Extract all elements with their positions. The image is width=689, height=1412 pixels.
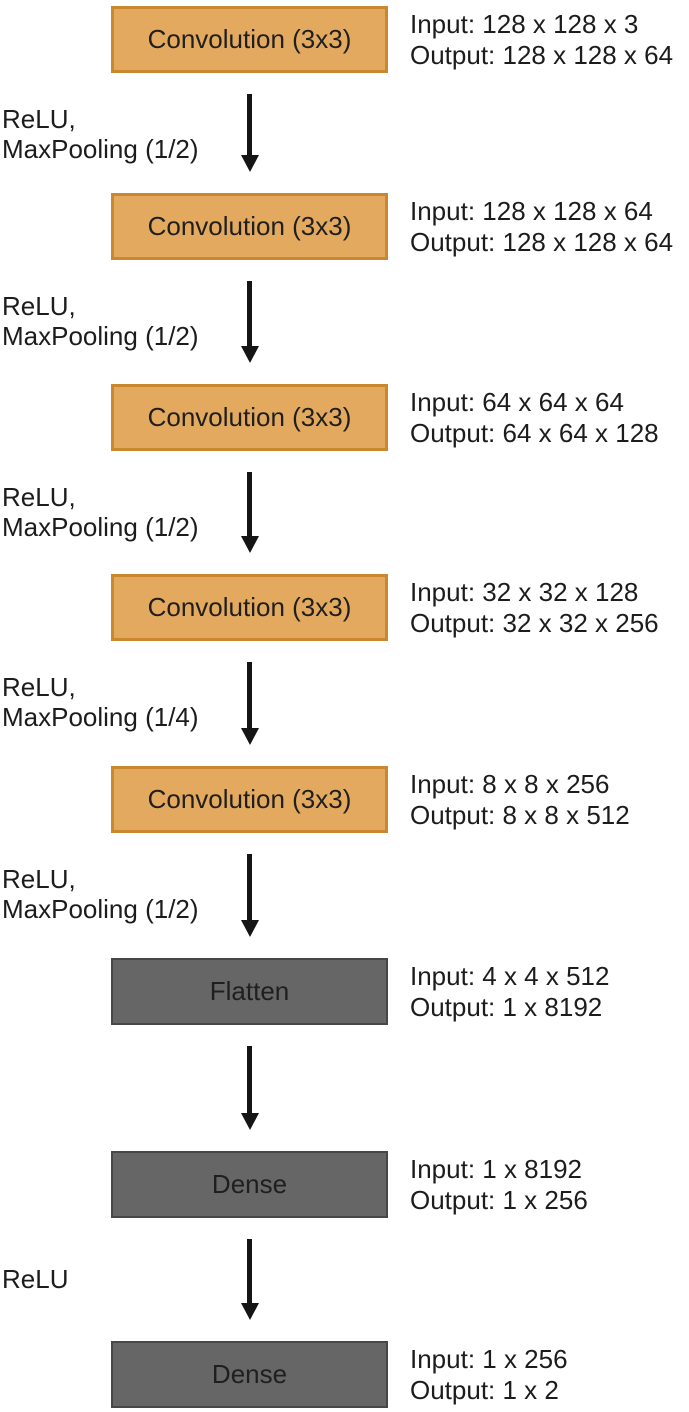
arrow-stem bbox=[247, 472, 252, 536]
activation-label: ReLU, bbox=[2, 482, 76, 512]
down-arrow-icon bbox=[240, 1046, 259, 1130]
layer-box-dense-1: Dense bbox=[111, 1151, 388, 1218]
layer-box-conv-4: Convolution (3x3) bbox=[111, 574, 388, 641]
down-arrow-icon bbox=[240, 472, 259, 553]
layer-input-shape: Input: 1 x 256 bbox=[410, 1344, 568, 1374]
layer-label: Dense bbox=[211, 1169, 288, 1199]
activation-label: ReLU, bbox=[2, 104, 76, 134]
layer-output-shape: Output: 1 x 2 bbox=[410, 1375, 559, 1405]
layer-input-shape: Input: 128 x 128 x 3 bbox=[410, 9, 639, 39]
layer-io-2: Input: 128 x 128 x 64 Output: 128 x 128 … bbox=[410, 196, 673, 258]
connector-label: ReLU, MaxPooling (1/4) bbox=[2, 672, 199, 732]
layer-input-shape: Input: 32 x 32 x 128 bbox=[410, 577, 639, 607]
connector-4: ReLU, MaxPooling (1/4) bbox=[0, 641, 689, 766]
pooling-label: MaxPooling (1/2) bbox=[2, 512, 199, 542]
arrow-stem bbox=[247, 1239, 252, 1303]
down-arrow-icon bbox=[240, 94, 259, 172]
activation-label: ReLU, bbox=[2, 291, 76, 321]
connector-label: ReLU bbox=[2, 1264, 68, 1294]
layer-output-shape: Output: 128 x 128 x 64 bbox=[410, 227, 674, 257]
layer-label: Convolution (3x3) bbox=[147, 211, 352, 241]
layer-output-shape: Output: 1 x 256 bbox=[410, 1185, 588, 1215]
layer-io-7: Input: 1 x 8192 Output: 1 x 256 bbox=[410, 1154, 588, 1216]
down-arrow-icon bbox=[240, 281, 259, 363]
arrow-stem bbox=[247, 1046, 252, 1113]
arrow-head bbox=[240, 346, 259, 363]
layer-label: Convolution (3x3) bbox=[147, 402, 352, 432]
activation-label: ReLU, bbox=[2, 864, 76, 894]
connector-6 bbox=[0, 1025, 689, 1151]
activation-label: ReLU bbox=[2, 1264, 69, 1294]
pooling-label: MaxPooling (1/2) bbox=[2, 894, 199, 924]
connector-label: ReLU, MaxPooling (1/2) bbox=[2, 482, 199, 542]
arrow-stem bbox=[247, 94, 252, 155]
layer-input-shape: Input: 4 x 4 x 512 bbox=[410, 961, 610, 991]
layer-io-4: Input: 32 x 32 x 128 Output: 32 x 32 x 2… bbox=[410, 577, 659, 639]
layer-label: Convolution (3x3) bbox=[147, 592, 352, 622]
connector-3: ReLU, MaxPooling (1/2) bbox=[0, 451, 689, 574]
down-arrow-icon bbox=[240, 1239, 259, 1320]
layer-io-8: Input: 1 x 256 Output: 1 x 2 bbox=[410, 1344, 568, 1406]
arrow-head bbox=[240, 536, 259, 553]
arrow-head bbox=[240, 1113, 259, 1130]
layer-io-6: Input: 4 x 4 x 512 Output: 1 x 8192 bbox=[410, 961, 609, 1023]
down-arrow-icon bbox=[240, 854, 259, 937]
layer-output-shape: Output: 8 x 8 x 512 bbox=[410, 800, 630, 830]
layer-io-1: Input: 128 x 128 x 3 Output: 128 x 128 x… bbox=[410, 9, 673, 71]
layer-label: Flatten bbox=[209, 976, 290, 1006]
connector-label: ReLU, MaxPooling (1/2) bbox=[2, 864, 199, 924]
arrow-head bbox=[240, 155, 259, 172]
layer-io-5: Input: 8 x 8 x 256 Output: 8 x 8 x 512 bbox=[410, 769, 630, 831]
layer-box-conv-3: Convolution (3x3) bbox=[111, 384, 388, 451]
layer-box-flatten: Flatten bbox=[111, 958, 388, 1025]
layer-box-conv-5: Convolution (3x3) bbox=[111, 766, 388, 833]
layer-box-conv-2: Convolution (3x3) bbox=[111, 193, 388, 260]
connector-1: ReLU, MaxPooling (1/2) bbox=[0, 73, 689, 193]
layer-output-shape: Output: 128 x 128 x 64 bbox=[410, 40, 674, 70]
connector-5: ReLU, MaxPooling (1/2) bbox=[0, 833, 689, 958]
down-arrow-icon bbox=[240, 662, 259, 745]
arrow-stem bbox=[247, 662, 252, 728]
layer-label: Dense bbox=[211, 1359, 288, 1389]
arrow-head bbox=[240, 728, 259, 745]
pooling-label: MaxPooling (1/2) bbox=[2, 321, 199, 351]
layer-input-shape: Input: 64 x 64 x 64 bbox=[410, 387, 624, 417]
layer-label: Convolution (3x3) bbox=[147, 784, 352, 814]
layer-input-shape: Input: 1 x 8192 bbox=[410, 1154, 583, 1184]
arrow-stem bbox=[247, 854, 252, 920]
arrow-head bbox=[240, 920, 259, 937]
connector-label: ReLU, MaxPooling (1/2) bbox=[2, 104, 199, 164]
layer-input-shape: Input: 8 x 8 x 256 bbox=[410, 769, 610, 799]
layer-output-shape: Output: 1 x 8192 bbox=[410, 992, 603, 1022]
layer-box-conv-1: Convolution (3x3) bbox=[111, 6, 388, 73]
layer-output-shape: Output: 32 x 32 x 256 bbox=[410, 608, 659, 638]
arrow-stem bbox=[247, 281, 252, 346]
connector-2: ReLU, MaxPooling (1/2) bbox=[0, 260, 689, 384]
activation-label: ReLU, bbox=[2, 672, 76, 702]
connector-7: ReLU bbox=[0, 1218, 689, 1341]
pooling-label: MaxPooling (1/4) bbox=[2, 702, 199, 732]
layer-box-dense-2: Dense bbox=[111, 1341, 388, 1408]
arrow-head bbox=[240, 1303, 259, 1320]
layer-io-3: Input: 64 x 64 x 64 Output: 64 x 64 x 12… bbox=[410, 387, 659, 449]
connector-label: ReLU, MaxPooling (1/2) bbox=[2, 291, 199, 351]
layer-input-shape: Input: 128 x 128 x 64 bbox=[410, 196, 653, 226]
pooling-label: MaxPooling (1/2) bbox=[2, 134, 199, 164]
layer-label: Convolution (3x3) bbox=[147, 24, 352, 54]
layer-output-shape: Output: 64 x 64 x 128 bbox=[410, 418, 659, 448]
